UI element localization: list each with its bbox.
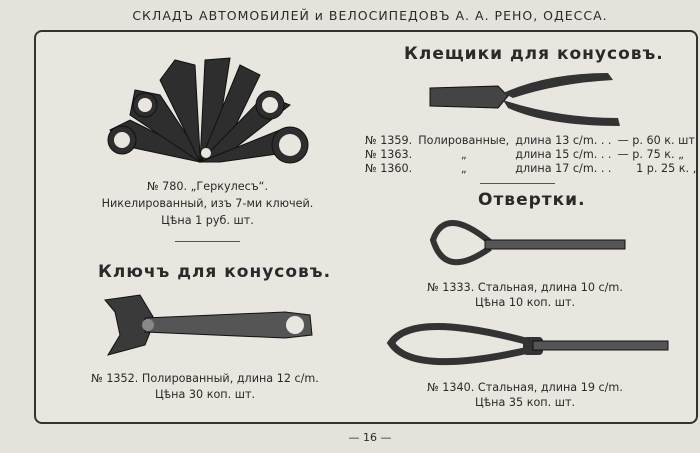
hercules-number: № 780. „Геркулесъ“.: [146, 180, 269, 193]
table-row: № 1359.Полированные,длина 13 с/m. . .— р…: [365, 134, 699, 147]
pliers-price-table: № 1359.Полированные,длина 13 с/m. . .— р…: [362, 134, 700, 176]
table-row: № 1363.„длина 15 с/m. . .— р. 75 к. „: [365, 148, 684, 161]
page-number: — 16 —: [348, 431, 392, 444]
cone-key-image: [104, 294, 313, 356]
page-header: СКЛАДЪ АВТОМОБИЛЕЙ и ВЕЛОСИПЕДОВЪ А. А. …: [132, 8, 608, 23]
divider: [480, 183, 555, 184]
cone-key-title: Ключъ для конусовъ.: [98, 262, 332, 282]
pliers-image: [429, 73, 620, 126]
table-row: № 1360.„длина 17 с/m. . .1 р. 25 к. „: [365, 162, 699, 175]
divider: [175, 241, 240, 242]
hercules-price: Цѣна 1 руб. шт.: [161, 214, 254, 227]
pliers-title: Клещики для конусовъ.: [404, 44, 664, 64]
screwdriver-large-image: [386, 323, 669, 366]
screwdriver-1333-description: № 1333. Стальная, длина 10 с/m.: [427, 281, 623, 294]
screwdriver-1340-description: № 1340. Стальная, длина 19 с/m.: [427, 381, 623, 394]
hercules-description: Никелированный, изъ 7-ми ключей.: [101, 197, 314, 210]
cone-key-description: № 1352. Полированный, длина 12 с/m.: [91, 372, 319, 385]
screwdriver-1333-price: Цѣна 10 коп. шт.: [474, 296, 576, 309]
screwdrivers-title: Отвертки.: [478, 190, 586, 210]
screwdriver-1340-price: Цѣна 35 коп. шт.: [474, 396, 576, 409]
cone-key-price: Цѣна 30 коп. шт.: [154, 388, 256, 401]
screwdriver-small-image: [429, 220, 626, 266]
hercules-wrench-image: [107, 57, 309, 164]
